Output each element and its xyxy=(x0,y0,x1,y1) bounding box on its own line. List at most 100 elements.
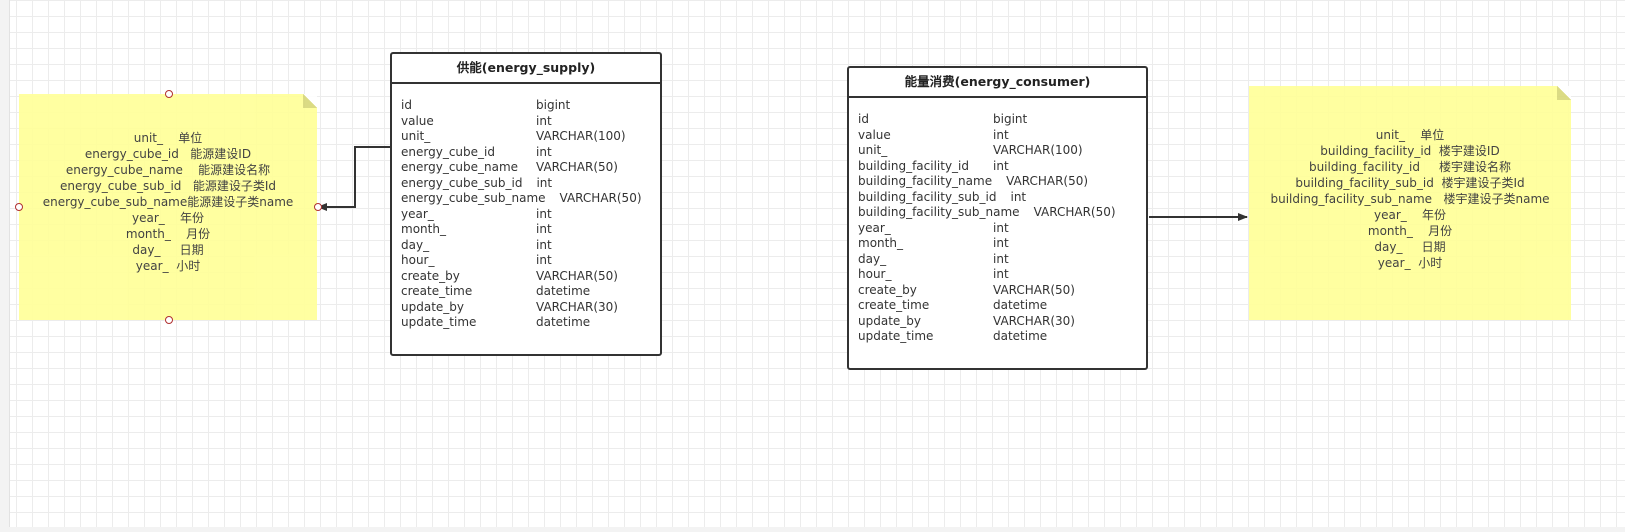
field-row[interactable]: update_by VARCHAR(30) xyxy=(858,314,1146,330)
field-type: int xyxy=(993,267,1009,281)
selection-handle-bottom[interactable] xyxy=(165,316,173,324)
field-type: VARCHAR(50) xyxy=(1033,205,1116,219)
field-type: int xyxy=(993,236,1009,250)
field-row[interactable]: building_facility_sub_id int xyxy=(858,190,1146,206)
field-row[interactable]: create_by VARCHAR(50) xyxy=(401,269,660,285)
field-name: energy_cube_name xyxy=(401,160,519,174)
field-name: unit_ xyxy=(858,143,888,157)
field-row[interactable]: create_by VARCHAR(50) xyxy=(858,283,1146,299)
field-name: day_ xyxy=(401,237,430,252)
field-name: value xyxy=(401,113,434,128)
field-row[interactable]: year_ int xyxy=(858,221,1146,237)
field-name: building_facility_sub_name xyxy=(858,205,1020,219)
field-type: int xyxy=(536,237,552,252)
note-line: day_ 日期 xyxy=(1374,240,1446,254)
field-type: int xyxy=(536,144,552,159)
field-name: building_facility_sub_id xyxy=(858,189,997,204)
note-fold-corner xyxy=(303,94,317,108)
field-name: update_time xyxy=(858,329,934,343)
field-row[interactable]: unit_VARCHAR(100) xyxy=(401,129,660,145)
field-name: energy_cube_sub_id xyxy=(401,175,523,190)
field-name: value xyxy=(858,127,891,142)
field-row[interactable]: year_int xyxy=(401,207,660,223)
field-type: int xyxy=(1010,189,1027,204)
field-row[interactable]: day_int xyxy=(858,252,1146,268)
canvas-left-ruler xyxy=(0,0,10,532)
field-row[interactable]: hour_ int xyxy=(858,267,1146,283)
field-type: int xyxy=(993,158,1009,173)
entity-title: 能量消费(energy_consumer) xyxy=(849,68,1146,98)
field-name: year_ xyxy=(401,206,434,221)
field-type: VARCHAR(50) xyxy=(993,282,1075,297)
note-line: year_ 年份 xyxy=(1373,208,1447,222)
note-line: energy_cube_id 能源建设ID xyxy=(84,147,252,161)
field-row[interactable]: building_facility_id int xyxy=(858,159,1146,175)
field-name: id xyxy=(401,98,412,112)
field-name: update_by xyxy=(858,313,921,328)
note-line: unit_ 单位 xyxy=(1375,128,1445,142)
note-line: month_ 月份 xyxy=(125,227,211,241)
field-type: bigint xyxy=(536,98,571,112)
field-row[interactable]: hour_int xyxy=(401,253,660,269)
field-row[interactable]: energy_cube_name VARCHAR(50) xyxy=(401,160,660,176)
field-type: VARCHAR(50) xyxy=(1006,174,1089,188)
field-type: VARCHAR(100) xyxy=(993,143,1083,157)
field-type: VARCHAR(30) xyxy=(993,313,1075,328)
field-row[interactable]: month_int xyxy=(401,222,660,238)
field-name: year_ xyxy=(858,220,891,235)
note-line: building_facility_id 楼宇建设名称 xyxy=(1308,160,1512,174)
field-name: create_by xyxy=(858,282,917,297)
supply-to-note-connector[interactable] xyxy=(317,146,392,211)
field-type: VARCHAR(50) xyxy=(536,160,618,174)
field-name: building_facility_id xyxy=(858,158,969,173)
field-name: energy_cube_sub_name xyxy=(401,191,546,205)
note-line: building_facility_sub_id 楼宇建设子类Id xyxy=(1295,176,1525,190)
field-row[interactable]: value int xyxy=(858,128,1146,144)
note-line: unit_ 单位 xyxy=(133,131,203,145)
field-row[interactable]: unit_ VARCHAR(100) xyxy=(858,143,1146,159)
field-row[interactable]: update_time datetime xyxy=(858,329,1146,345)
selection-handle-left[interactable] xyxy=(15,203,23,211)
field-type: int xyxy=(993,127,1009,142)
field-name: hour_ xyxy=(858,267,892,281)
selection-handle-top[interactable] xyxy=(165,90,173,98)
field-type: datetime xyxy=(993,298,1048,312)
field-type: datetime xyxy=(536,284,591,298)
note-line: year_ 年份 xyxy=(131,211,205,225)
field-name: update_time xyxy=(401,315,477,329)
field-type: int xyxy=(536,113,552,128)
field-row[interactable]: month_int xyxy=(858,236,1146,252)
entity-title: 供能(energy_supply) xyxy=(392,54,660,84)
note-fold-corner xyxy=(1557,86,1571,100)
field-type: VARCHAR(100) xyxy=(536,129,626,143)
field-row[interactable]: building_facility_sub_name VARCHAR(50) xyxy=(858,205,1146,221)
field-row[interactable]: value int xyxy=(401,114,660,130)
field-type: int xyxy=(993,220,1009,235)
field-row[interactable]: day_ int xyxy=(401,238,660,254)
field-type: VARCHAR(50) xyxy=(536,268,618,283)
field-type: datetime xyxy=(993,329,1048,343)
field-type: int xyxy=(536,253,552,267)
field-name: day_ xyxy=(858,251,887,266)
field-type: int xyxy=(536,222,552,236)
selection-handle-right[interactable] xyxy=(314,203,322,211)
field-name: create_by xyxy=(401,268,460,283)
field-row[interactable]: id bigint xyxy=(401,98,660,114)
